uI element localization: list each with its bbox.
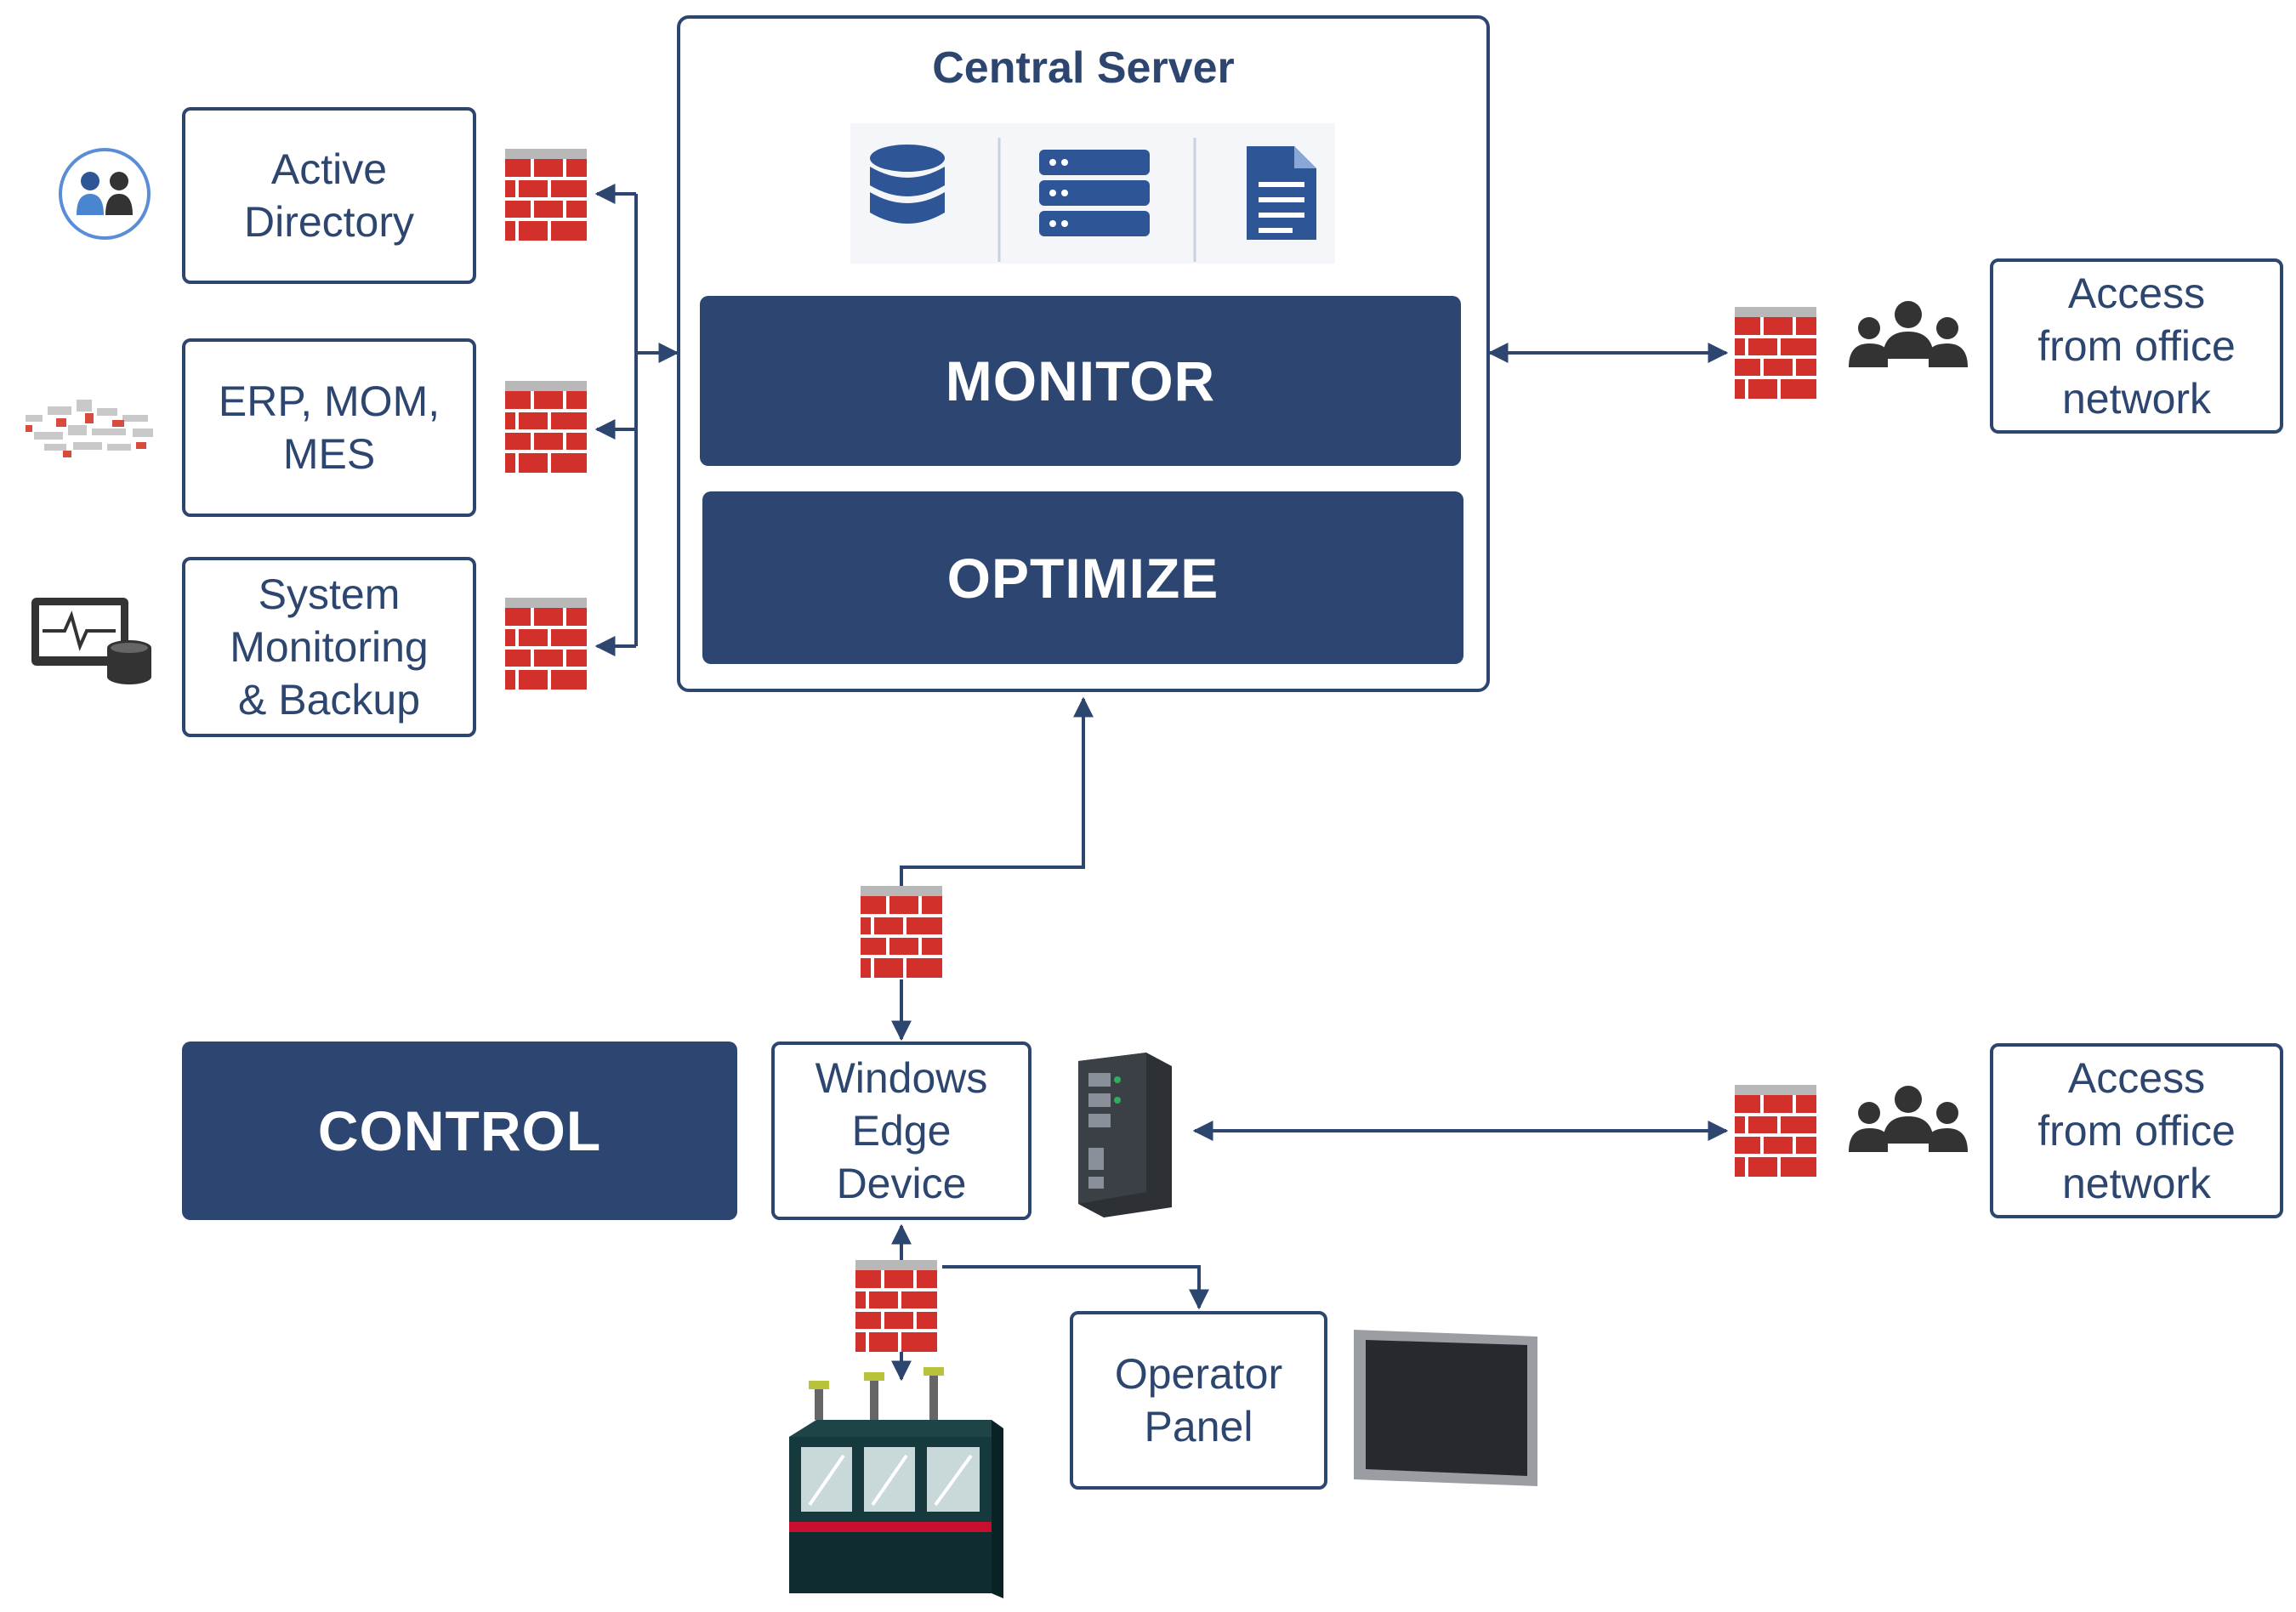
monitor-backup-icon — [31, 598, 151, 684]
access-office-network-bottom-box: Access from office network — [1990, 1043, 2283, 1218]
firewall-icon — [503, 379, 588, 474]
people-icon — [1849, 301, 1968, 367]
firewall-icon — [1733, 1083, 1818, 1178]
system-monitoring-backup-box: System Monitoring & Backup — [182, 557, 476, 737]
document-icon — [1247, 146, 1316, 240]
data-cloud-icon — [19, 400, 159, 457]
operator-panel-box: Operator Panel — [1070, 1311, 1327, 1490]
monitor-block: MONITOR — [700, 296, 1461, 466]
firewall-icon — [854, 1258, 939, 1354]
edge-device-icon — [1078, 1053, 1172, 1218]
erp-mom-mes-box: ERP, MOM, MES — [182, 338, 476, 517]
firewall-icon — [859, 884, 944, 979]
optimize-block: OPTIMIZE — [702, 491, 1463, 664]
control-block: CONTROL — [182, 1042, 737, 1220]
machine-icon — [789, 1367, 1003, 1598]
firewall-icon — [1733, 305, 1818, 400]
server-rack-icon — [1039, 150, 1150, 236]
edge-to-operator-panel-link — [942, 1265, 1209, 1310]
database-icon — [870, 145, 945, 224]
operator-panel-icon — [1354, 1330, 1537, 1486]
active-directory-box: Active Directory — [182, 107, 476, 284]
windows-edge-device-box: Windows Edge Device — [771, 1042, 1031, 1220]
people-icon — [1849, 1086, 1968, 1152]
access-office-network-top-box: Access from office network — [1990, 258, 2283, 434]
firewall-icon — [503, 147, 588, 242]
firewall-icon — [503, 596, 588, 691]
central-server-title: Central Server — [932, 43, 1235, 93]
users-icon — [59, 148, 151, 240]
